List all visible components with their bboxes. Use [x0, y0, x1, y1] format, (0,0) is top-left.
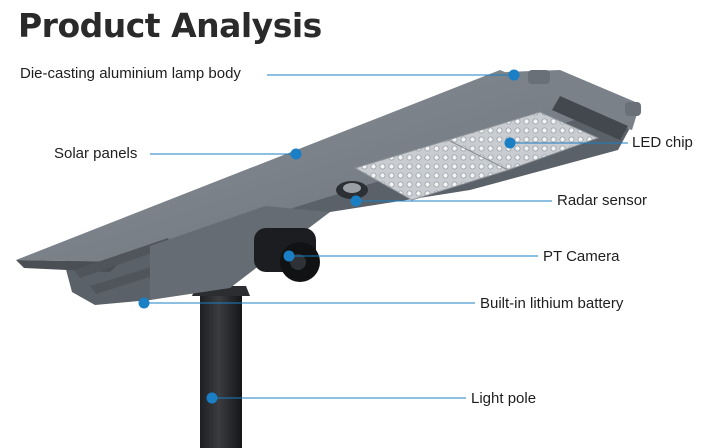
- label-battery: Built-in lithium battery: [480, 295, 624, 312]
- label-led-chip: LED chip: [632, 134, 693, 151]
- dot-led-chip: [504, 137, 516, 149]
- dot-pt-camera: [283, 250, 295, 262]
- dot-solar-panels: [290, 148, 302, 160]
- light-pole-shape: [200, 288, 242, 448]
- dot-radar-sensor: [350, 195, 362, 207]
- label-light-pole: Light pole: [471, 390, 537, 407]
- label-lamp-body: Die-casting aluminium lamp body: [20, 65, 241, 82]
- led-module-2: [353, 139, 510, 201]
- label-radar-sensor: Radar sensor: [557, 192, 648, 209]
- dot-light-pole: [206, 392, 218, 404]
- label-pt-camera: PT Camera: [543, 248, 620, 265]
- dot-lamp-body: [508, 69, 520, 81]
- solar-panel-shape: [16, 70, 600, 262]
- dot-battery: [138, 297, 150, 309]
- page-title: Product Analysis: [18, 6, 322, 45]
- label-solar-panels: Solar panels: [54, 145, 138, 162]
